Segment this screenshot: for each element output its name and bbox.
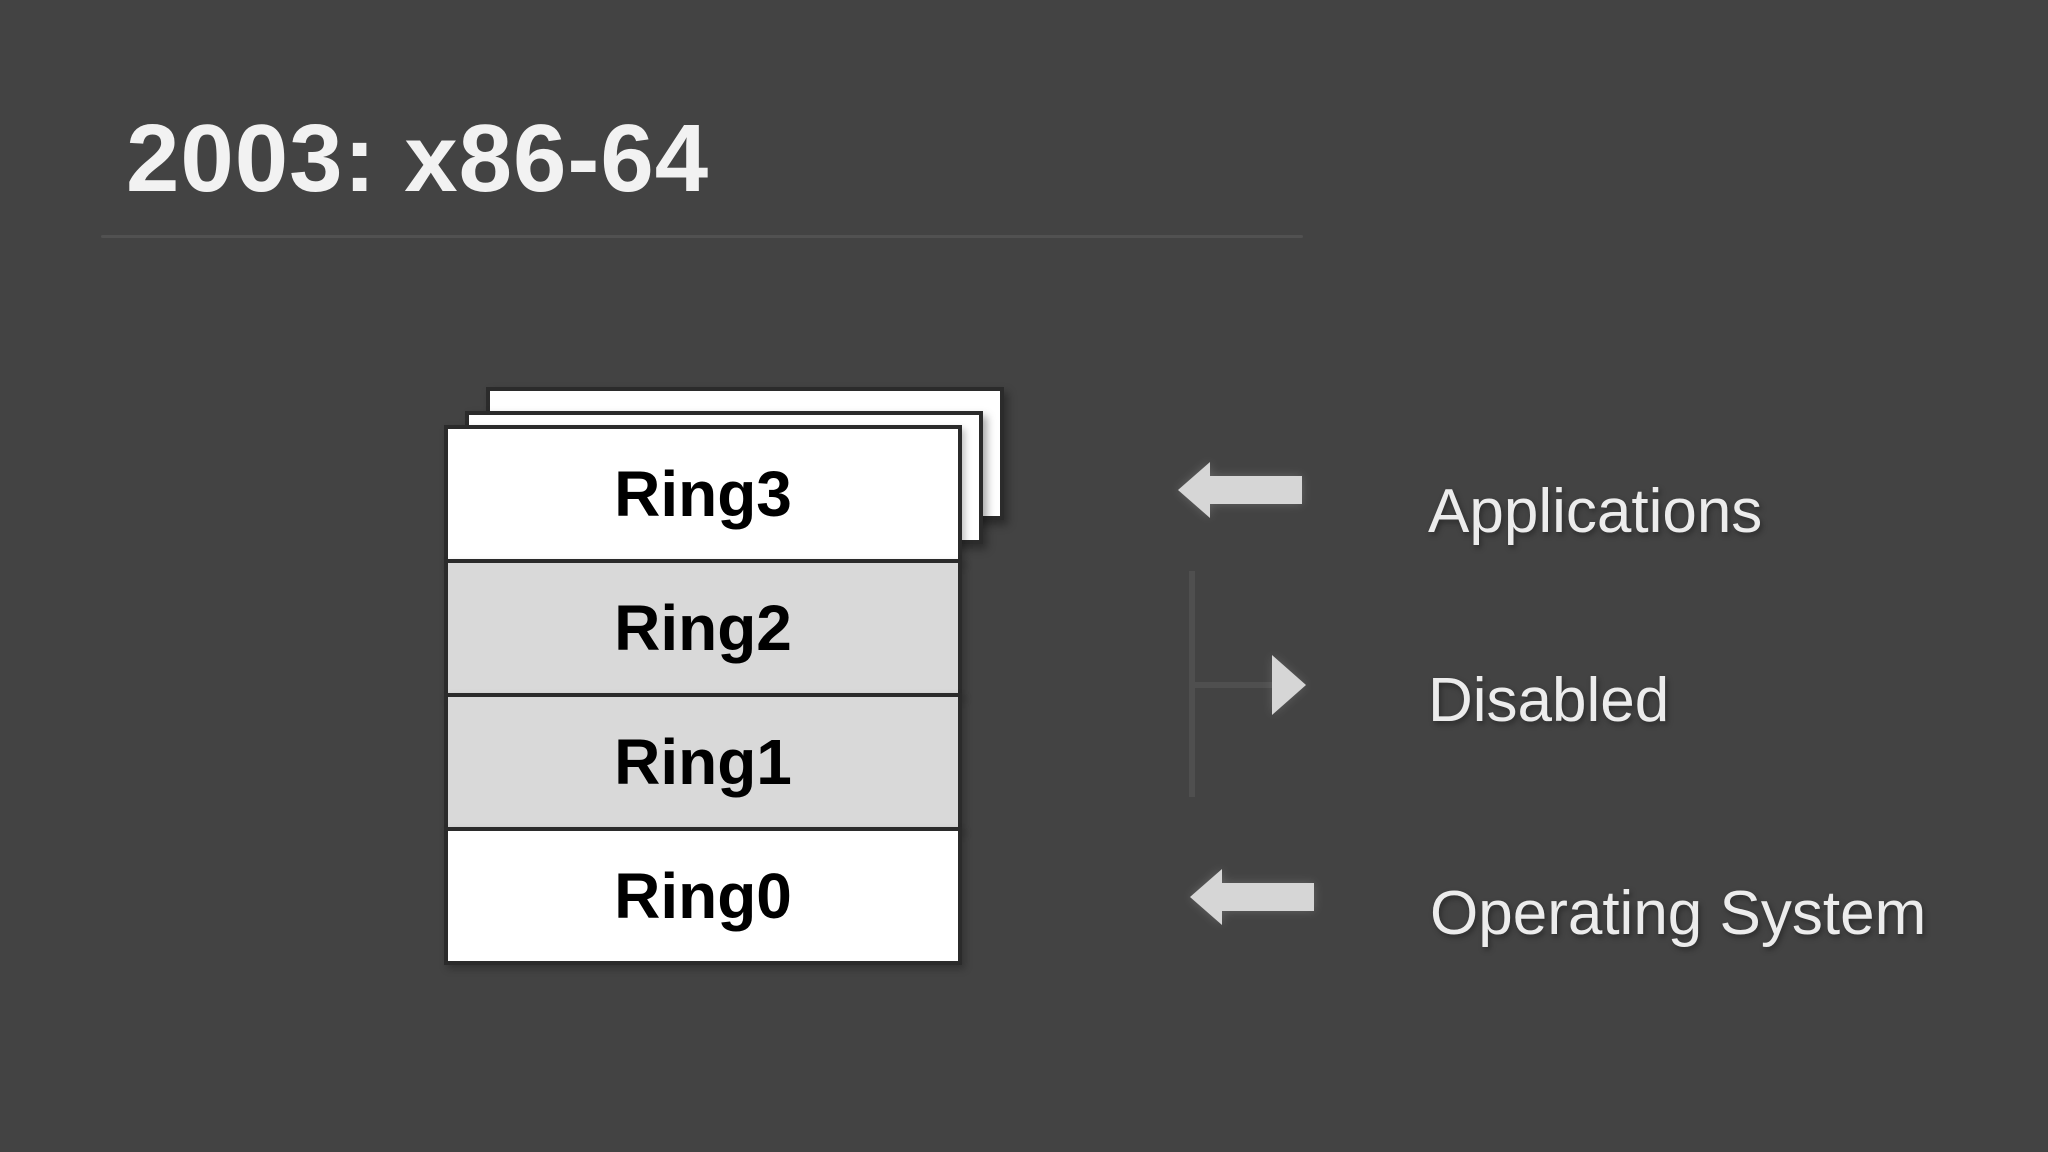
bracket-horizontal-line [1189, 682, 1274, 688]
ring-rows: Ring3 Ring2 Ring1 Ring0 [444, 425, 962, 965]
ring-row-ring3: Ring3 [444, 425, 962, 563]
annotation-label-disabled: Disabled [1428, 666, 1670, 735]
ring-row-ring2: Ring2 [444, 559, 962, 697]
annotation-label-applications: Applications [1428, 477, 1763, 546]
left-arrow-icon [1178, 462, 1302, 518]
title-divider [101, 235, 1303, 238]
slide-title: 2003: x86-64 [126, 105, 710, 212]
annotation-label-operating-system: Operating System [1430, 879, 1927, 948]
left-arrow-icon [1190, 869, 1314, 925]
ring-row-ring1: Ring1 [444, 693, 962, 831]
right-arrow-icon [1272, 655, 1306, 715]
ring-row-ring0: Ring0 [444, 827, 962, 965]
